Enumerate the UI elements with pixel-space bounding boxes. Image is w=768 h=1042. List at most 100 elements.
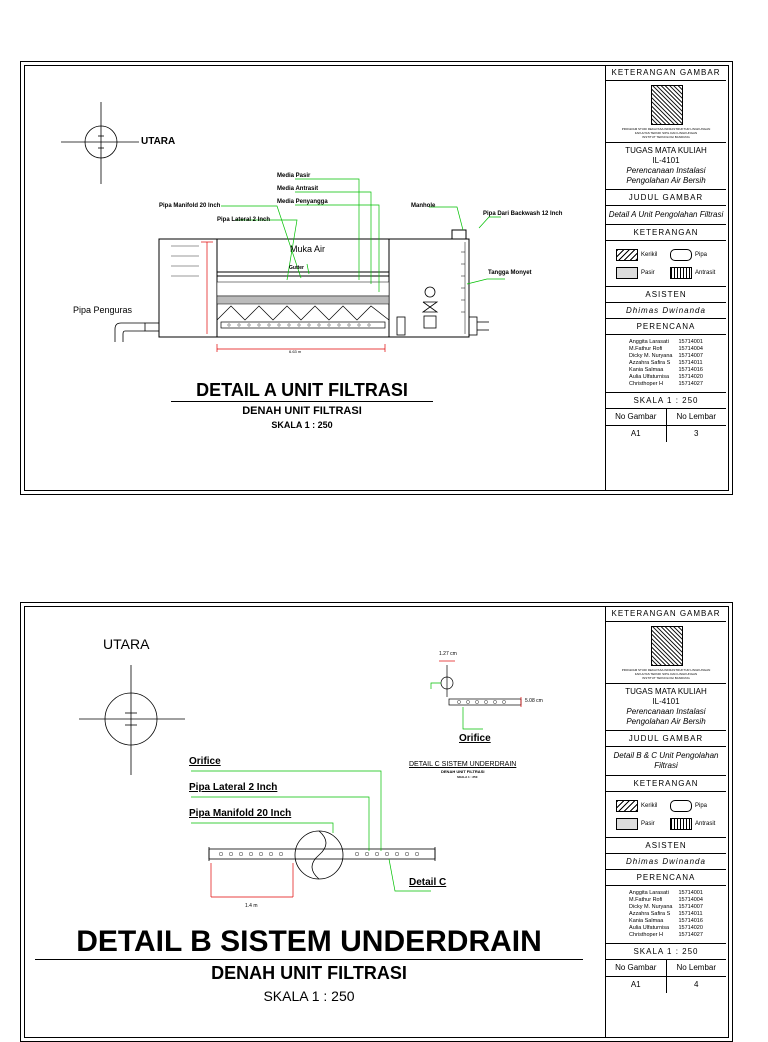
label-dim-14: 1.4 m: [245, 903, 258, 909]
legend-kerikil: Kerikil: [641, 252, 658, 258]
drawing-title: DETAIL B SISTEM UNDERDRAIN: [35, 925, 583, 960]
label-tangga-monyet: Tangga Monyet: [488, 270, 532, 276]
member-id: 15714016: [678, 918, 703, 924]
title-block: KETERANGAN GAMBAR PROGRAM STUDI REKAYASA…: [605, 606, 726, 1038]
tb-legend: Kerikil Pipa Pasir Antrasit: [606, 241, 726, 287]
member-id: 15714001: [678, 339, 703, 345]
tank-right-chamber: [388, 238, 470, 338]
tb-scale: SKALA 1 : 250: [606, 393, 726, 409]
ladder: [461, 242, 466, 334]
sand-layer: [216, 295, 390, 305]
label-media-antrasit: Media Antrasit: [277, 186, 319, 192]
title-block: KETERANGAN GAMBAR PROGRAM STUDI REKAYASA…: [605, 65, 726, 491]
manhole: [451, 229, 467, 240]
tb-judul: Detail A Unit Pengolahan Filtrasi: [606, 206, 726, 225]
underdrain-drawing: [79, 660, 522, 898]
drawing-title: DETAIL A UNIT FILTRASI: [171, 380, 433, 402]
tb-legend-header: KETERANGAN: [606, 776, 726, 792]
label-dimension: 6.63 m: [289, 349, 302, 354]
tb-planner-header: PERENCANA: [606, 870, 726, 886]
member-id: 15714027: [678, 932, 703, 938]
tb-logo: PROGRAM STUDI REKAYASA INFRASTRUKTUR LIN…: [606, 622, 726, 684]
north-label: UTARA: [141, 136, 176, 147]
label-pipa-penguras: Pipa Penguras: [73, 305, 133, 315]
no-gambar-value: A1: [606, 426, 667, 442]
member-name: Aulia Ulfaturnisa: [629, 925, 670, 931]
label-pipa-lateral: Pipa Lateral 2 Inch: [189, 782, 278, 793]
tb-assistant: Dhimas Dwinanda: [606, 303, 726, 319]
member-name: Dicky M. Nuryana: [629, 353, 673, 359]
label-orifice-c: Orifice: [459, 733, 491, 744]
member-name: Anggita Larasati: [629, 339, 669, 345]
drawing-sheet-b: UTARA 1.27 cm 5.08 cm Orifice DETAIL C S…: [20, 602, 733, 1042]
member-id: 15714011: [678, 911, 703, 917]
tb-assistant-header: ASISTEN: [606, 287, 726, 303]
label-manhole: Manhole: [411, 203, 436, 209]
legend-pasir-swatch: [616, 267, 638, 279]
legend-pipa-swatch: [670, 800, 692, 812]
tb-assistant: Dhimas Dwinanda: [606, 854, 726, 870]
tb-course-title: TUGAS MATA KULIAH: [625, 146, 707, 155]
label-media-penyangga: Media Penyangga: [277, 199, 328, 205]
detail-c-title: DETAIL C SISTEM UNDERDRAIN: [409, 761, 517, 768]
tb-members: Anggita Larasati M.Fathur Rofi Dicky M. …: [606, 886, 726, 944]
tb-number-values: A1 3: [606, 426, 726, 442]
tb-assistant-header: ASISTEN: [606, 838, 726, 854]
manifold-plan: [208, 830, 436, 880]
no-lembar-label: No Lembar: [676, 963, 717, 972]
member-name: Aulia Ulfaturnisa: [629, 374, 670, 380]
tb-course-code: IL-4101: [652, 156, 680, 165]
drawing-subtitle: DENAH UNIT FILTRASI: [211, 963, 407, 983]
label-pipa-manifold: Pipa Manifold 20 Inch: [159, 203, 221, 209]
drawing-scale: SKALA 1 : 250: [263, 988, 355, 1004]
label-detail-c: Detail C: [409, 877, 447, 888]
gravel-layer: [216, 281, 390, 297]
tank-left-chamber: [158, 238, 218, 338]
member-name: M.Fathur Rofi: [629, 346, 663, 352]
label-pipa-lateral: Pipa Lateral 2 Inch: [217, 217, 271, 223]
no-gambar-label: No Gambar: [606, 960, 667, 976]
tb-course-code: IL-4101: [652, 697, 680, 706]
tb-course: TUGAS MATA KULIAH IL-4101 Perencanaan In…: [606, 684, 726, 731]
label-dim-508: 5.08 cm: [525, 698, 543, 704]
tb-course-name: Perencanaan Instalasi Pengolahan Air Ber…: [626, 166, 706, 185]
member-name: Anggita Larasati: [629, 890, 669, 896]
drain-pipe: [144, 322, 160, 332]
tb-course-title: TUGAS MATA KULIAH: [625, 687, 707, 696]
legend-kerikil-swatch: [616, 249, 638, 261]
label-orifice: Orifice: [189, 756, 221, 767]
tb-planner-header: PERENCANA: [606, 319, 726, 335]
no-lembar-value: 4: [694, 980, 699, 989]
member-id: 15714004: [678, 897, 703, 903]
member-id: 15714007: [678, 904, 703, 910]
north-arrow: [61, 102, 139, 184]
tb-judul: Detail B & C Unit Pengolahan Filtrasi: [606, 747, 726, 776]
legend-antrasit: Antrasit: [695, 270, 716, 276]
tb-members: Anggita Larasati M.Fathur Rofi Dicky M. …: [606, 335, 726, 393]
lateral-pipe: [220, 321, 386, 329]
legend-pipa-swatch: [670, 249, 692, 261]
detail-c-subtitle: DENAH UNIT FILTRASI: [441, 769, 485, 774]
tb-course-name: Perencanaan Instalasi Pengolahan Air Ber…: [626, 707, 706, 726]
label-pipa-manifold: Pipa Manifold 20 Inch: [189, 808, 292, 819]
sheet-border: [24, 65, 729, 491]
tb-number-values: A1 4: [606, 977, 726, 993]
valve: [421, 286, 439, 329]
legend-antrasit-swatch: [670, 267, 692, 279]
tb-header: KETERANGAN GAMBAR: [606, 606, 726, 622]
drawing-subtitle: DENAH UNIT FILTRASI: [242, 405, 362, 417]
tb-number-labels: No Gambar No Lembar: [606, 409, 726, 426]
legend-pasir: Pasir: [641, 821, 655, 827]
label-dim-127: 1.27 cm: [439, 651, 457, 657]
drain-elbow: [114, 322, 145, 342]
member-id: 15714016: [678, 367, 703, 373]
detail-c-drawing: [440, 665, 522, 706]
filtration-section-drawing: [61, 102, 505, 352]
member-id: 15714020: [678, 374, 703, 380]
drawing-sheet-a: UTARA Media Pasir Media Antrasit Media P…: [20, 61, 733, 495]
legend-pasir-swatch: [616, 818, 638, 830]
legend-kerikil-swatch: [616, 800, 638, 812]
member-id: 15714004: [678, 346, 703, 352]
member-id: 15714027: [678, 381, 703, 387]
member-id: 15714020: [678, 925, 703, 931]
